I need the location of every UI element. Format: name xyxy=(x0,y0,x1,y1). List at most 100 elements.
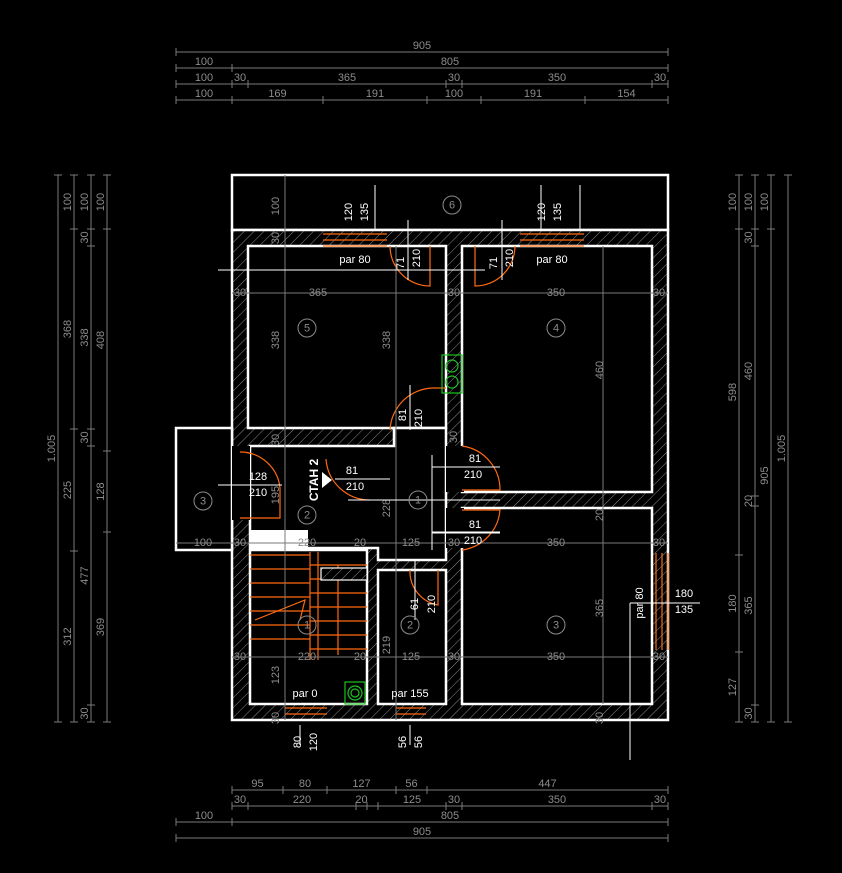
dimension-label: 219 xyxy=(381,636,393,654)
opening-label: 80 xyxy=(292,736,304,748)
dimension-label: 20 xyxy=(594,509,606,521)
dimension-label: 100 xyxy=(195,810,213,822)
dimension-label: 125 xyxy=(403,794,421,806)
room-number: 1 xyxy=(304,620,310,632)
dimension-label: 350 xyxy=(548,794,566,806)
room-number: 3 xyxy=(553,620,559,632)
dimension-label: 30 xyxy=(270,434,282,446)
dimension-label: 447 xyxy=(538,778,556,790)
room-3 xyxy=(460,506,654,706)
door-bath xyxy=(409,569,439,606)
dimension-label: 460 xyxy=(594,361,606,379)
dimension-label: 100 xyxy=(759,193,771,211)
dimension-label: 100 xyxy=(62,193,74,211)
window-room4 xyxy=(520,233,584,247)
room-4 xyxy=(460,244,654,494)
dimension-label: 100 xyxy=(727,193,739,211)
room-marker-circle xyxy=(546,318,566,338)
door-opening-room4 xyxy=(446,446,464,492)
opening-label: 210 xyxy=(413,409,425,427)
building-walls xyxy=(174,173,670,722)
opening-label: 71 xyxy=(488,257,500,269)
window-room5 xyxy=(323,233,387,247)
dimension-label: 368 xyxy=(62,320,74,338)
dimension-label: 365 xyxy=(743,596,755,614)
dimension-label: 30 xyxy=(448,72,460,84)
door-opening-annex xyxy=(232,446,250,520)
room-2-bathroom xyxy=(376,568,448,706)
door-room4-top xyxy=(474,245,516,287)
dimension-label: 477 xyxy=(79,566,91,584)
opening-label: 210 xyxy=(504,249,516,267)
dimension-label: 30 xyxy=(270,712,282,724)
dimension-label: 1.005 xyxy=(776,435,788,463)
opening-label: 81 xyxy=(346,465,358,477)
dimension-label: 30 xyxy=(653,537,665,549)
opening-label: 61 xyxy=(409,598,421,610)
opening-label: par 0 xyxy=(292,688,317,700)
opening-label: 210 xyxy=(464,535,482,547)
opening-label: 135 xyxy=(675,604,693,616)
opening-label: par 80 xyxy=(634,587,646,618)
dimension-label: 20 xyxy=(354,651,366,663)
opening-label: 210 xyxy=(464,469,482,481)
floor-label: СТАН 2 xyxy=(307,459,321,502)
dimension-label: 100 xyxy=(195,56,213,68)
room-number: 5 xyxy=(304,323,310,335)
dimension-label: 30 xyxy=(234,72,246,84)
stair-direction-arrow-icon xyxy=(322,472,332,488)
chimneys xyxy=(344,354,463,705)
dimension-label: 338 xyxy=(270,331,282,349)
room-marker-circle xyxy=(297,505,317,525)
dimension-label: 123 xyxy=(270,666,282,684)
dimension-label: 30 xyxy=(653,287,665,299)
dimension-label: 95 xyxy=(251,778,263,790)
dimension-label: 1.005 xyxy=(46,435,58,463)
dimension-label: 100 xyxy=(445,88,463,100)
window-stairs xyxy=(285,707,327,715)
room-marker-circle xyxy=(442,195,462,215)
dimension-label: 30 xyxy=(79,431,91,443)
room-number: 1 xyxy=(415,495,421,507)
dimension-label: 30 xyxy=(448,537,460,549)
door-room5-side xyxy=(389,387,446,431)
dimension-label: 905 xyxy=(413,40,431,52)
opening-label: 135 xyxy=(359,203,371,221)
balcony-outline xyxy=(230,173,670,232)
opening-label: 135 xyxy=(552,203,564,221)
dimension-label: 100 xyxy=(195,72,213,84)
dimension-label: 30 xyxy=(743,707,755,719)
opening-label: 180 xyxy=(675,588,693,600)
chimney-icon xyxy=(344,681,366,705)
opening-label: 56 xyxy=(397,736,409,748)
staircase xyxy=(250,552,368,660)
dimension-label: 30 xyxy=(234,537,246,549)
dimension-label: 460 xyxy=(743,362,755,380)
opening-label: par 80 xyxy=(536,254,567,266)
door-swings xyxy=(239,245,516,606)
room-marker-circle xyxy=(408,490,428,510)
dimension-label: 30 xyxy=(448,431,460,443)
dimension-label: 365 xyxy=(309,287,327,299)
dimension-label: 598 xyxy=(727,383,739,401)
door-hall xyxy=(325,458,371,501)
dimension-label: 30 xyxy=(448,794,460,806)
dimension-label: 312 xyxy=(62,627,74,645)
opening-label: 120 xyxy=(308,733,320,751)
dimension-label: 350 xyxy=(547,651,565,663)
door-annex xyxy=(239,451,281,519)
dimension-label: 100 xyxy=(194,537,212,549)
dimension-label: 30 xyxy=(270,232,282,244)
dimension-label: 350 xyxy=(548,72,566,84)
room-marker-circle xyxy=(400,615,420,635)
dimension-label: 365 xyxy=(594,599,606,617)
stair-landing-wall xyxy=(320,567,368,581)
dimension-label: 100 xyxy=(270,197,282,215)
dimension-label: 20 xyxy=(354,537,366,549)
dimension-label: 100 xyxy=(79,193,91,211)
dimension-label: 220 xyxy=(293,794,311,806)
opening-label: par 155 xyxy=(391,688,428,700)
dimension-label: 100 xyxy=(743,193,755,211)
dimension-label: 228 xyxy=(381,499,393,517)
